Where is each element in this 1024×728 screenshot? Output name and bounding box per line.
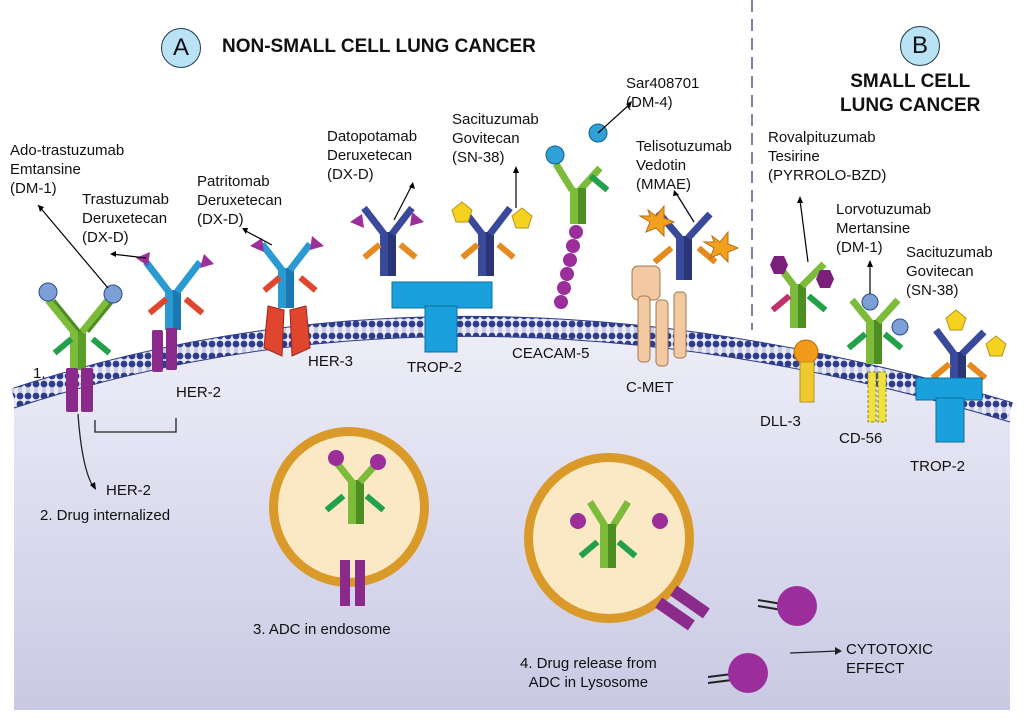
label-sacituzumab-a: Sacituzumab Govitecan (SN-38) — [452, 111, 539, 166]
adc-patritumab — [242, 228, 324, 308]
trop2-receptor-a — [391, 281, 493, 353]
label-ado-trastuzumab: Ado-trastuzumab Emtansine (DM-1) — [10, 142, 125, 197]
label-trop2-b: TROP-2 — [910, 458, 966, 475]
panel-a-badge: A — [161, 28, 201, 68]
cd56-receptor — [867, 371, 887, 423]
panel-b-title: SMALL CELL LUNG CANCER — [840, 71, 981, 116]
trop2-receptor-b — [915, 377, 983, 443]
adc-telisotuzumab — [638, 190, 740, 280]
her3-receptor — [263, 305, 311, 357]
label-step-2: 2. Drug internalized — [40, 507, 171, 524]
label-cd56: CD-56 — [839, 430, 883, 447]
endosome — [269, 427, 429, 606]
adc-datopotamab — [350, 182, 424, 276]
adc-trastuzumab-deruxtecan — [110, 251, 214, 330]
label-patritumab: Patritomab Deruxetecan (DX-D) — [197, 173, 283, 228]
adc-rovalpituzumab — [770, 196, 834, 328]
dll3-receptor — [793, 339, 819, 403]
label-her2: HER-2 — [176, 384, 222, 401]
label-trastuzumab-deruxtecan: Trastuzumab Deruxetecan (DX-D) — [82, 191, 169, 246]
adc-ado-trastuzumab — [37, 204, 123, 370]
label-her3: HER-3 — [308, 353, 354, 370]
label-rovalpituzumab: Rovalpituzumab Tesirine (PYRROLO-BZD) — [768, 129, 887, 184]
her2-receptor-2 — [152, 328, 177, 372]
cell-membrane — [10, 316, 1013, 422]
her2-receptor-1 — [66, 368, 93, 412]
label-sacituzumab-b: Sacituzumab Govitecan (SN-38) — [906, 244, 993, 299]
label-step-1: 1. — [33, 365, 46, 382]
label-sar408701: Sar408701 (DM-4) — [626, 75, 700, 111]
adc-lorvotuzumab — [846, 260, 909, 364]
cmet-receptor — [631, 265, 687, 367]
panel-a-title: NON-SMALL CELL LUNG CANCER — [222, 36, 536, 57]
label-her2-internalized: HER-2 — [106, 482, 152, 499]
label-step-3: 3. ADC in endosome — [253, 621, 391, 638]
label-ceacam5: CEACAM-5 — [512, 345, 590, 362]
adc-sacituzumab-a — [451, 166, 533, 276]
label-cytotoxic-effect: CYTOTOXIC EFFECT — [846, 641, 933, 677]
label-step-4: 4. Drug release from ADC in Lysosome — [520, 655, 657, 691]
released-payload-1 — [757, 586, 817, 626]
cytotoxic-arrow — [789, 647, 842, 655]
lysosome — [524, 453, 710, 631]
label-trop2-a: TROP-2 — [407, 359, 463, 376]
label-telisotuzumab: Telisotuzumab Vedotin (MMAE) — [636, 138, 732, 193]
panel-b-badge: B — [900, 26, 940, 66]
label-datopotamab: Datopotamab Deruxetecan (DX-D) — [327, 128, 418, 183]
cytoplasm — [14, 326, 1010, 710]
released-payload-2 — [707, 653, 768, 693]
label-lorvotuzumab: Lorvotuzumab Mertansine (DM-1) — [836, 201, 932, 256]
adc-sacituzumab-b — [930, 309, 1007, 396]
label-dll3: DLL-3 — [760, 413, 801, 430]
adc-sar408701 — [545, 101, 632, 309]
label-cmet: C-MET — [626, 379, 674, 396]
